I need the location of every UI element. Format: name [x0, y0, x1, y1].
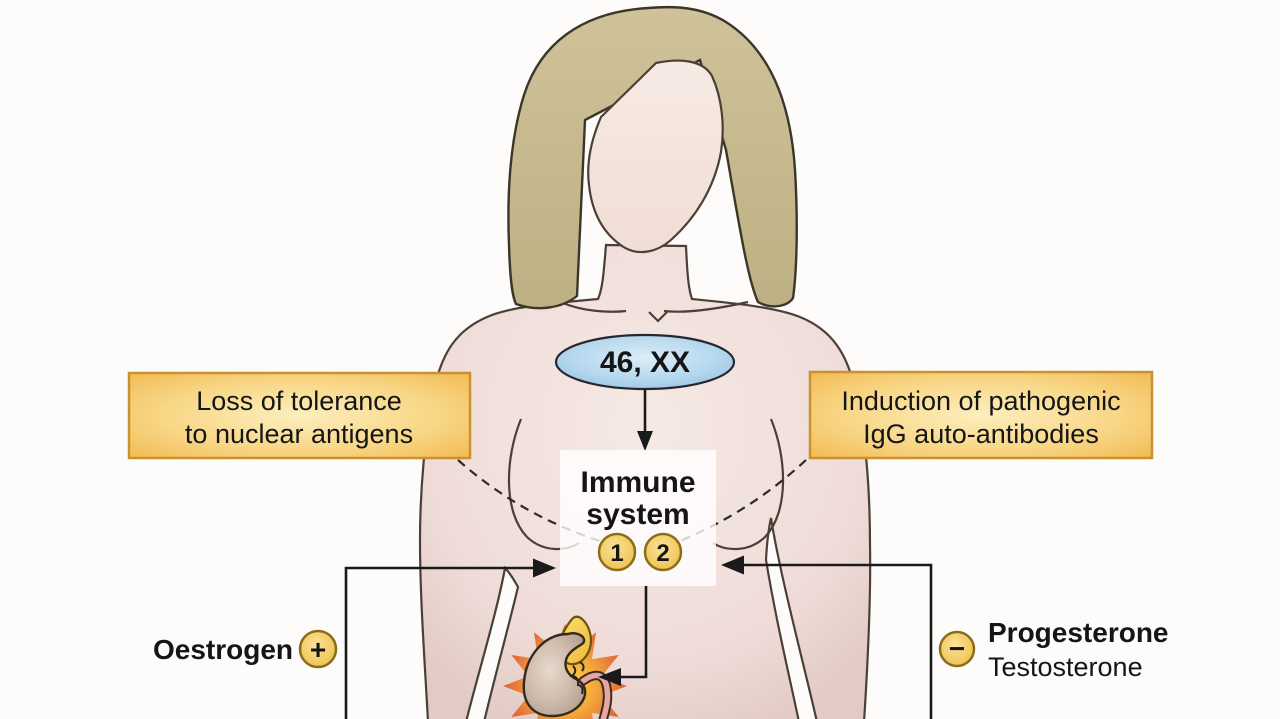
marker-1-circle	[597, 532, 637, 572]
dashed-link-right	[679, 459, 807, 543]
loss-of-tolerance-line2: to nuclear antigens	[185, 419, 413, 449]
igg-autoantibodies-line1: Induction of pathogenic	[841, 386, 1120, 416]
arrow-immune-to-kidney	[598, 586, 648, 686]
collarbone-right	[663, 300, 749, 313]
karyotype-ellipse: 46, XX	[554, 333, 736, 391]
marker-1-label: 1	[610, 540, 623, 567]
minus-circle-icon	[938, 630, 976, 668]
loss-of-tolerance-line1: Loss of tolerance	[196, 386, 402, 416]
sternal-notch	[648, 311, 668, 323]
arrow-karyotype-to-immune	[637, 390, 653, 451]
immune-system-box: Immune system 1 2	[560, 450, 716, 586]
arm-gap-right	[764, 517, 818, 719]
oestrogen-label: Oestrogen	[153, 634, 293, 665]
marker-2-circle	[643, 532, 683, 572]
arrow-progesterone-to-immune	[721, 555, 933, 719]
inflamed-kidney	[503, 615, 627, 719]
collarbone-left	[562, 301, 627, 313]
progesterone-testosterone-label-group: − Progesterone Testosterone	[938, 617, 1169, 682]
arm-gap-left	[465, 565, 520, 719]
karyotype-label: 46, XX	[600, 346, 690, 379]
hair	[507, 5, 798, 310]
arrow-oestrogen-to-immune	[344, 558, 556, 719]
plus-sign: +	[310, 634, 326, 665]
loss-of-tolerance-box: Loss of tolerance to nuclear antigens	[127, 371, 472, 460]
plus-circle-icon	[298, 629, 338, 669]
oestrogen-label-group: Oestrogen +	[153, 629, 338, 669]
ureter-fill	[580, 672, 611, 719]
marker-2-label: 2	[656, 540, 669, 567]
immune-system-line2: system	[586, 498, 689, 531]
renal-hilum-vessels	[569, 661, 585, 695]
igg-autoantibodies-box: Induction of pathogenic IgG auto-antibod…	[808, 370, 1154, 460]
igg-autoantibodies-line2: IgG auto-antibodies	[863, 419, 1099, 449]
minus-sign: −	[949, 633, 965, 664]
breast-contour-right	[712, 418, 785, 551]
progesterone-label: Progesterone	[988, 617, 1169, 648]
testosterone-label: Testosterone	[988, 652, 1143, 682]
immune-system-line1: Immune	[580, 466, 695, 499]
face	[587, 59, 724, 254]
